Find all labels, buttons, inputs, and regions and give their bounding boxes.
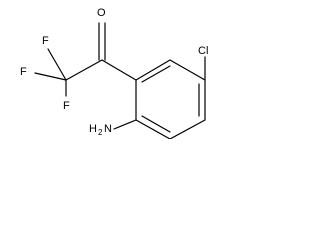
atom-label-amine-sub: 2 — [98, 128, 103, 137]
bond-cf3-f-top — [47, 48, 67, 81]
atom-label-amine-h: H — [89, 123, 97, 135]
structure-diagram: O Cl F F F H 2 N — [20, 7, 208, 139]
atom-label-fluorine-left: F — [20, 66, 27, 78]
bond-ring-nh2 — [113, 119, 137, 130]
ring-bond-c4-c5 — [169, 119, 206, 139]
atom-label-oxygen: O — [97, 7, 106, 19]
bond-carbonyl-ring — [101, 59, 137, 81]
atom-label-fluorine-bottom: F — [63, 100, 70, 112]
ring-bond-c5-c6 — [135, 119, 171, 139]
atom-label-amine-n: N — [104, 123, 112, 135]
ring-inner-c5-c6 — [141, 115, 171, 133]
atom-label-fluorine-top: F — [42, 35, 49, 47]
bond-cf3-f-left — [34, 72, 67, 81]
ring-inner-c1-c2 — [141, 65, 171, 83]
atom-label-chlorine: Cl — [198, 45, 208, 57]
ring-bond-c2-c3 — [169, 59, 206, 81]
bond-carbonyl-cf3 — [65, 59, 103, 81]
ring-bond-c1-c2 — [135, 59, 171, 81]
